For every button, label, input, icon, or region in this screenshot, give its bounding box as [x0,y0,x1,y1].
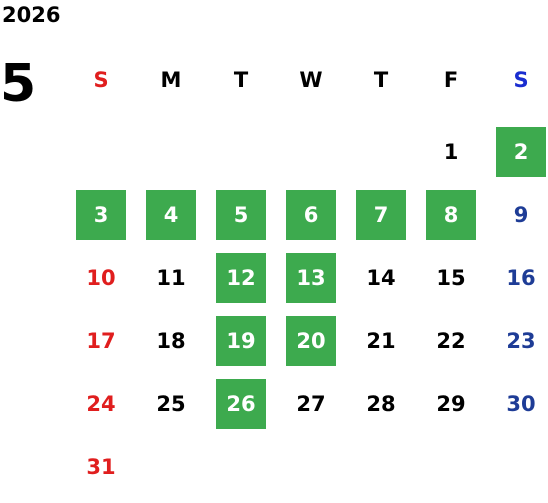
day-cell-26[interactable]: 26 [216,379,266,429]
day-cell-6[interactable]: 6 [286,190,336,240]
day-cell-24[interactable]: 24 [86,392,116,416]
day-cell-11[interactable]: 11 [156,266,186,290]
day-cell-31[interactable]: 31 [86,455,116,479]
month-label: 5 [0,54,37,114]
day-cell-12[interactable]: 12 [216,253,266,303]
day-cell-10[interactable]: 10 [86,266,116,290]
day-cell-7[interactable]: 7 [356,190,406,240]
day-cell-25[interactable]: 25 [156,392,186,416]
day-cell-9[interactable]: 9 [513,203,529,227]
weekday-header: T [373,68,389,92]
year-label: 2026 [2,3,61,27]
day-cell-4[interactable]: 4 [146,190,196,240]
day-cell-30[interactable]: 30 [506,392,536,416]
day-cell-19[interactable]: 19 [216,316,266,366]
day-cell-28[interactable]: 28 [366,392,396,416]
day-cell-16[interactable]: 16 [506,266,536,290]
day-cell-14[interactable]: 14 [366,266,396,290]
day-cell-13[interactable]: 13 [286,253,336,303]
weekday-header: S [93,68,109,92]
weekday-header: S [513,68,529,92]
weekday-header: F [443,68,459,92]
day-cell-21[interactable]: 21 [366,329,396,353]
day-cell-23[interactable]: 23 [506,329,536,353]
day-cell-1[interactable]: 1 [443,140,459,164]
day-cell-17[interactable]: 17 [86,329,116,353]
day-cell-22[interactable]: 22 [436,329,466,353]
day-cell-20[interactable]: 20 [286,316,336,366]
day-cell-27[interactable]: 27 [296,392,326,416]
day-cell-18[interactable]: 18 [156,329,186,353]
day-cell-5[interactable]: 5 [216,190,266,240]
day-cell-3[interactable]: 3 [76,190,126,240]
day-cell-2[interactable]: 2 [496,127,546,177]
day-cell-15[interactable]: 15 [436,266,466,290]
day-cell-8[interactable]: 8 [426,190,476,240]
weekday-header: T [233,68,249,92]
day-cell-29[interactable]: 29 [436,392,466,416]
weekday-header: M [160,68,182,92]
weekday-header: W [299,68,323,92]
